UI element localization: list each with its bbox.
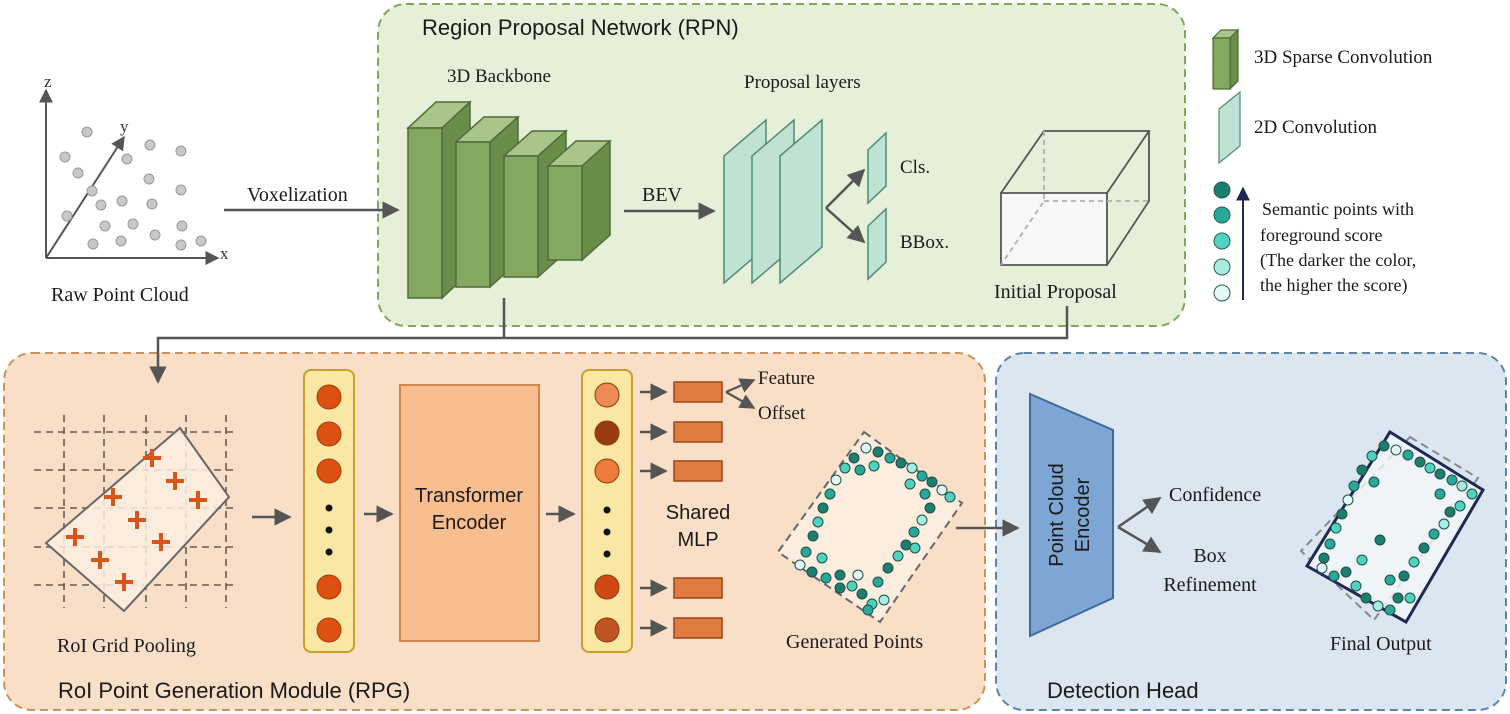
roi-grid-pooling-label: RoI Grid Pooling — [57, 635, 196, 657]
final-output — [1299, 429, 1486, 625]
final-output-label: Final Output — [1330, 633, 1432, 655]
legend-2d-conv: 2D Convolution — [1254, 117, 1377, 138]
voxelization-label: Voxelization — [247, 184, 348, 206]
shared-mlp-arrows — [640, 383, 668, 637]
legend-semantic-2: foreground score — [1260, 225, 1382, 245]
shared-mlp-blocks — [673, 381, 723, 639]
cls-label: Cls. — [900, 157, 930, 178]
backbone-blocks — [406, 100, 612, 300]
initial-proposal-box — [1000, 130, 1151, 266]
legend-sparse-conv: 3D Sparse Convolution — [1254, 47, 1433, 68]
rpn-title: Region Proposal Network (RPN) — [422, 15, 739, 40]
raw-point-cloud: z y x Raw Point Cloud — [39, 72, 229, 306]
bbox-label: BBox. — [900, 232, 949, 253]
cls-bbox-heads — [867, 131, 887, 281]
rpg-title: RoI Point Generation Module (RPG) — [58, 678, 410, 703]
point-cloud-dots — [59, 126, 207, 251]
legend-semantic-3: (The darker the color, — [1260, 250, 1416, 271]
pc-encoder-label-2: Encoder — [1072, 477, 1094, 552]
proposal-layers-label: Proposal layers — [744, 72, 861, 93]
axis-y-label: y — [120, 117, 129, 136]
backbone-label: 3D Backbone — [447, 66, 551, 87]
generated-points-label: Generated Points — [786, 631, 923, 653]
transformer-label-1: Transformer — [415, 485, 524, 507]
raw-point-cloud-label: Raw Point Cloud — [51, 284, 189, 306]
bev-label: BEV — [642, 184, 683, 206]
confidence-label: Confidence — [1169, 484, 1261, 506]
box-refinement-label-1: Box — [1193, 545, 1226, 567]
legend: 3D Sparse Convolution 2D Convolution Sem… — [1211, 28, 1433, 302]
feature-label: Feature — [758, 368, 815, 389]
generated-points — [776, 430, 964, 624]
transformer-label-2: Encoder — [432, 512, 507, 534]
pc-encoder-label-1: Point Cloud — [1046, 463, 1068, 566]
proposal-layers — [723, 118, 823, 285]
axis-z-label: z — [44, 72, 52, 91]
shared-mlp-label-2: MLP — [677, 529, 718, 551]
detection-head-title: Detection Head — [1047, 678, 1199, 703]
token-column-output-dots — [594, 382, 620, 643]
box-refinement-label-2: Refinement — [1163, 574, 1257, 596]
detection-head-panel — [995, 352, 1507, 711]
shared-mlp-label-1: Shared — [666, 502, 731, 524]
legend-score-dots — [1213, 181, 1231, 302]
offset-label: Offset — [758, 403, 806, 424]
token-column-input-dots — [316, 384, 342, 643]
transformer-encoder — [399, 384, 540, 642]
legend-semantic-4: the higher the score) — [1260, 275, 1407, 296]
point-cloud-encoder — [1029, 392, 1114, 638]
legend-semantic-1: Semantic points with — [1262, 199, 1414, 219]
axis-x-label: x — [220, 244, 229, 263]
initial-proposal-label: Initial Proposal — [994, 281, 1117, 303]
roi-grid-crosses — [66, 449, 207, 591]
